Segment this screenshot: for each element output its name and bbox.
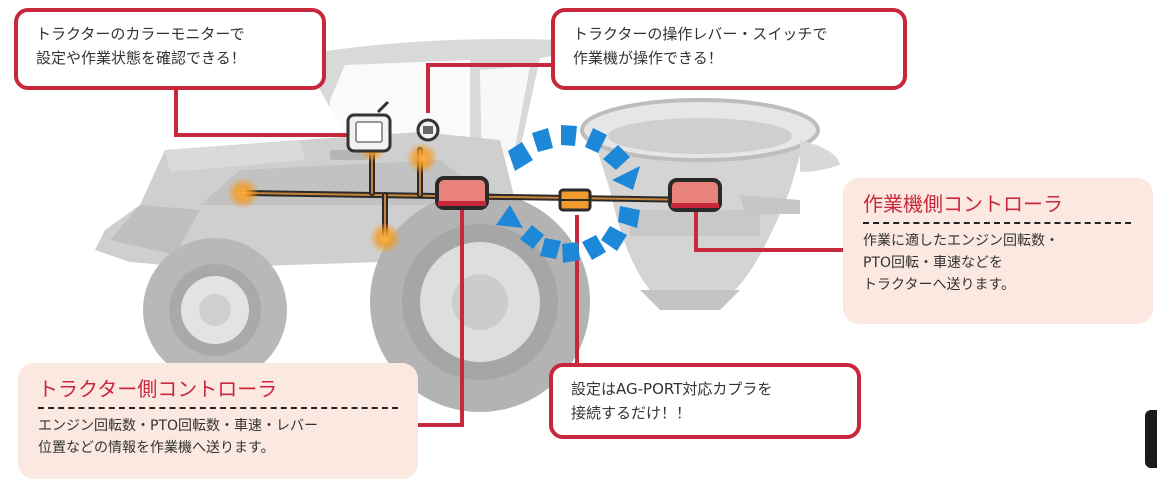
tractor-controller-title: トラクター側コントローラ <box>38 375 398 409</box>
callout-line: 設定や作業状態を確認できる！ <box>36 49 246 67</box>
front-wheel <box>143 238 287 382</box>
control-lever-icon <box>416 118 440 142</box>
tractor-controller <box>435 176 489 210</box>
ag-port-coupler <box>558 188 592 212</box>
rear-wheel <box>370 192 590 412</box>
description-line: 位置などの情報を作業機へ送ります。 <box>38 440 275 456</box>
description-line: PTO回転・車速などを <box>863 255 1004 271</box>
color-monitor-icon <box>346 100 392 153</box>
callout-control-lever: トラクターの操作レバー・スイッチで 作業機が操作できる！ <box>551 8 907 90</box>
description-line: トラクターへ送ります。 <box>863 277 1016 293</box>
implement-controller-description: 作業に適したエンジン回転数・ PTO回転・車速などを トラクターへ送ります。 <box>863 230 1131 296</box>
implement-controller-title: 作業機側コントローラ <box>863 190 1131 224</box>
side-tab[interactable] <box>1145 410 1157 468</box>
callout-line: トラクターの操作レバー・スイッチで <box>573 25 828 43</box>
callout-leaders <box>174 63 843 427</box>
callout-ag-port-coupler: 設定はAG-PORT対応カプラを 接続するだけ！！ <box>549 363 861 439</box>
description-line: エンジン回転数・PTO回転数・車速・レバー <box>38 418 319 434</box>
callout-line: 接続するだけ！！ <box>571 404 692 422</box>
callout-line: 作業機が操作できる！ <box>573 49 723 67</box>
description-line: 作業に適したエンジン回転数・ <box>863 233 1059 249</box>
implement-controller-info: 作業機側コントローラ 作業に適したエンジン回転数・ PTO回転・車速などを トラ… <box>843 178 1153 324</box>
callout-line: トラクターのカラーモニターで <box>36 25 245 43</box>
tractor-controller-info: トラクター側コントローラ エンジン回転数・PTO回転数・車速・レバー 位置などの… <box>18 363 418 479</box>
tractor-controller-description: エンジン回転数・PTO回転数・車速・レバー 位置などの情報を作業機へ送ります。 <box>38 415 398 459</box>
callout-line: 設定はAG-PORT対応カプラを <box>571 380 773 398</box>
callout-color-monitor: トラクターのカラーモニターで 設定や作業状態を確認できる！ <box>14 8 326 90</box>
communication-arrows <box>496 125 640 263</box>
implement-spreader <box>580 98 840 310</box>
implement-controller <box>668 178 722 212</box>
